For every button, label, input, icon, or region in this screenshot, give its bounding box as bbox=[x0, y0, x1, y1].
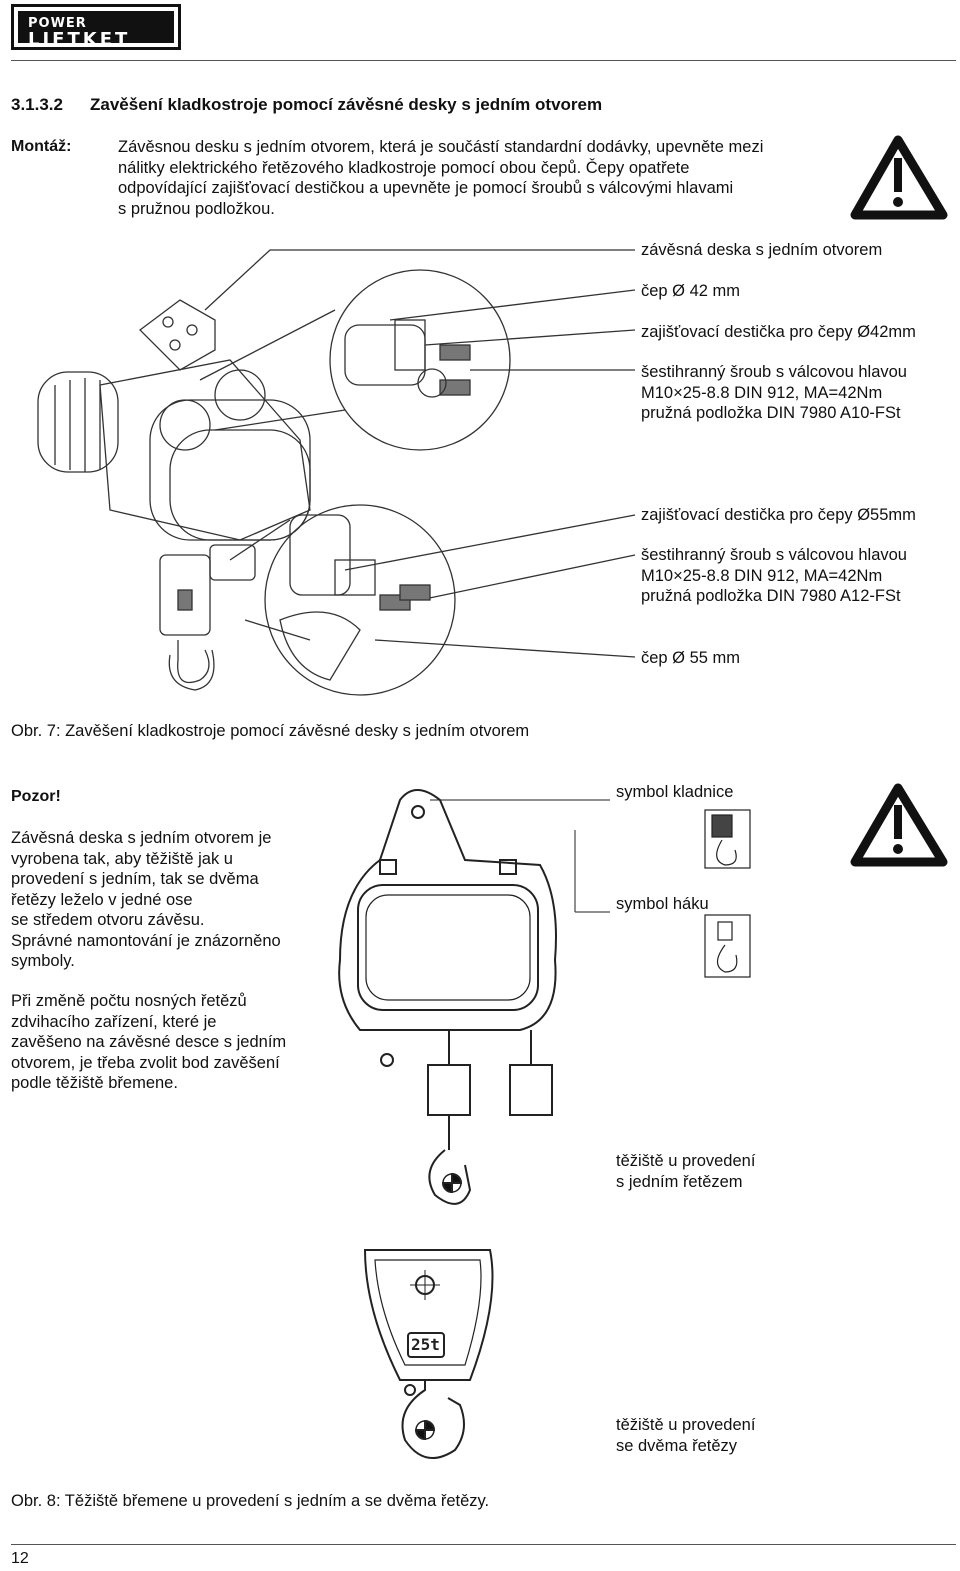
warning-paragraph-2: Při změně počtu nosných řetězů zdvihacíh… bbox=[11, 991, 286, 1094]
warning-line: řetězy leželo v jedné ose bbox=[11, 890, 193, 909]
logo-text-power: POWER bbox=[28, 16, 87, 31]
footer-divider bbox=[11, 1544, 956, 1545]
warning-line: Závěsná deska s jedním otvorem je bbox=[11, 829, 272, 847]
label-line: se dvěma řetězy bbox=[616, 1436, 738, 1455]
callout-screw-42: šestihranný šroub s válcovou hlavou M10×… bbox=[641, 362, 907, 424]
block-capacity-label: 25t bbox=[411, 1335, 440, 1354]
logo-text-liftket: LIFTKET bbox=[28, 29, 131, 50]
label-line: těžiště u provedení bbox=[616, 1152, 756, 1170]
label-line: těžiště u provedení bbox=[616, 1416, 756, 1434]
callout-locking-plate-42: zajišťovací destička pro čepy Ø42mm bbox=[641, 323, 916, 341]
callout-line: pružná podložka DIN 7980 A12-FSt bbox=[641, 587, 901, 605]
warning-line: podle těžiště břemene. bbox=[11, 1074, 178, 1092]
callout-line: M10×25-8.8 DIN 912, MA=42Nm bbox=[641, 566, 883, 585]
callout-locking-plate-55: zajišťovací destička pro čepy Ø55mm bbox=[641, 506, 916, 524]
assembly-line: nálitky elektrického řetězového kladkost… bbox=[118, 158, 690, 177]
warning-line: provedení s jedním, tak se dvěma bbox=[11, 870, 259, 888]
bottom-block-drawing bbox=[363, 1249, 494, 1459]
hoist-assembly-drawing bbox=[37, 249, 636, 696]
callout-line: šestihranný šroub s válcovou hlavou bbox=[641, 546, 907, 564]
warning-line: Při změně počtu nosných řetězů bbox=[11, 992, 247, 1010]
warning-line: zdvihacího zařízení, které je bbox=[11, 1012, 217, 1031]
warning-line: Správné namontování je znázorněno bbox=[11, 931, 281, 950]
callout-line: M10×25-8.8 DIN 912, MA=42Nm bbox=[641, 383, 883, 402]
assembly-line: s pružnou podložkou. bbox=[118, 199, 275, 218]
label-cog-double-chain: těžiště u provedení se dvěma řetězy bbox=[616, 1415, 755, 1456]
hoist-front-view-drawing bbox=[338, 789, 610, 1205]
warning-line: symboly. bbox=[11, 952, 75, 970]
header-divider bbox=[11, 60, 956, 61]
assembly-line: odpovídající zajišťovací destičkou a upe… bbox=[118, 179, 734, 197]
label-symbol-hoist-block: symbol kladnice bbox=[616, 783, 734, 801]
callout-screw-55: šestihranný šroub s válcovou hlavou M10×… bbox=[641, 545, 907, 607]
warning-line: se středem otvoru závěsu. bbox=[11, 911, 205, 929]
callout-line: pružná podložka DIN 7980 A10-FSt bbox=[641, 404, 901, 422]
assembly-paragraph: Závěsnou desku s jedním otvorem, která j… bbox=[118, 137, 763, 219]
label-cog-single-chain: těžiště u provedení s jedním řetězem bbox=[616, 1151, 755, 1192]
warning-paragraph-1: Závěsná deska s jedním otvorem je vyrobe… bbox=[11, 828, 281, 972]
warning-line: zavěšeno na závěsné desce s jedním bbox=[11, 1033, 287, 1051]
hoist-block-symbol-icon bbox=[704, 809, 751, 869]
callout-pin-42: čep Ø 42 mm bbox=[641, 282, 741, 300]
warning-triangle-icon bbox=[850, 135, 948, 220]
figure-8-caption: Obr. 8: Těžiště břemene u provedení s je… bbox=[11, 1492, 490, 1510]
assembly-line: Závěsnou desku s jedním otvorem, která j… bbox=[118, 138, 764, 156]
warning-title: Pozor! bbox=[11, 788, 61, 805]
callout-line: šestihranný šroub s válcovou hlavou bbox=[641, 363, 907, 381]
assembly-label: Montáž: bbox=[11, 138, 72, 155]
section-title: Zavěšení kladkostroje pomocí závěsné des… bbox=[90, 95, 603, 114]
section-number: 3.1.3.2 bbox=[11, 95, 63, 114]
figure-7-caption: Obr. 7: Zavěšení kladkostroje pomocí záv… bbox=[11, 722, 530, 740]
label-line: s jedním řetězem bbox=[616, 1172, 743, 1191]
hook-symbol-icon bbox=[704, 914, 751, 978]
company-logo: POWER LIFTKET bbox=[11, 4, 181, 50]
callout-pin-55: čep Ø 55 mm bbox=[641, 649, 741, 667]
warning-line: otvorem, je třeba zvolit bod zavěšení bbox=[11, 1053, 280, 1072]
warning-triangle-icon bbox=[850, 783, 948, 867]
callout-suspension-plate: závěsná deska s jedním otvorem bbox=[641, 241, 883, 259]
label-symbol-hook: symbol háku bbox=[616, 895, 709, 913]
page-number: 12 bbox=[11, 1550, 29, 1567]
warning-line: vyrobena tak, aby těžiště jak u bbox=[11, 849, 233, 868]
